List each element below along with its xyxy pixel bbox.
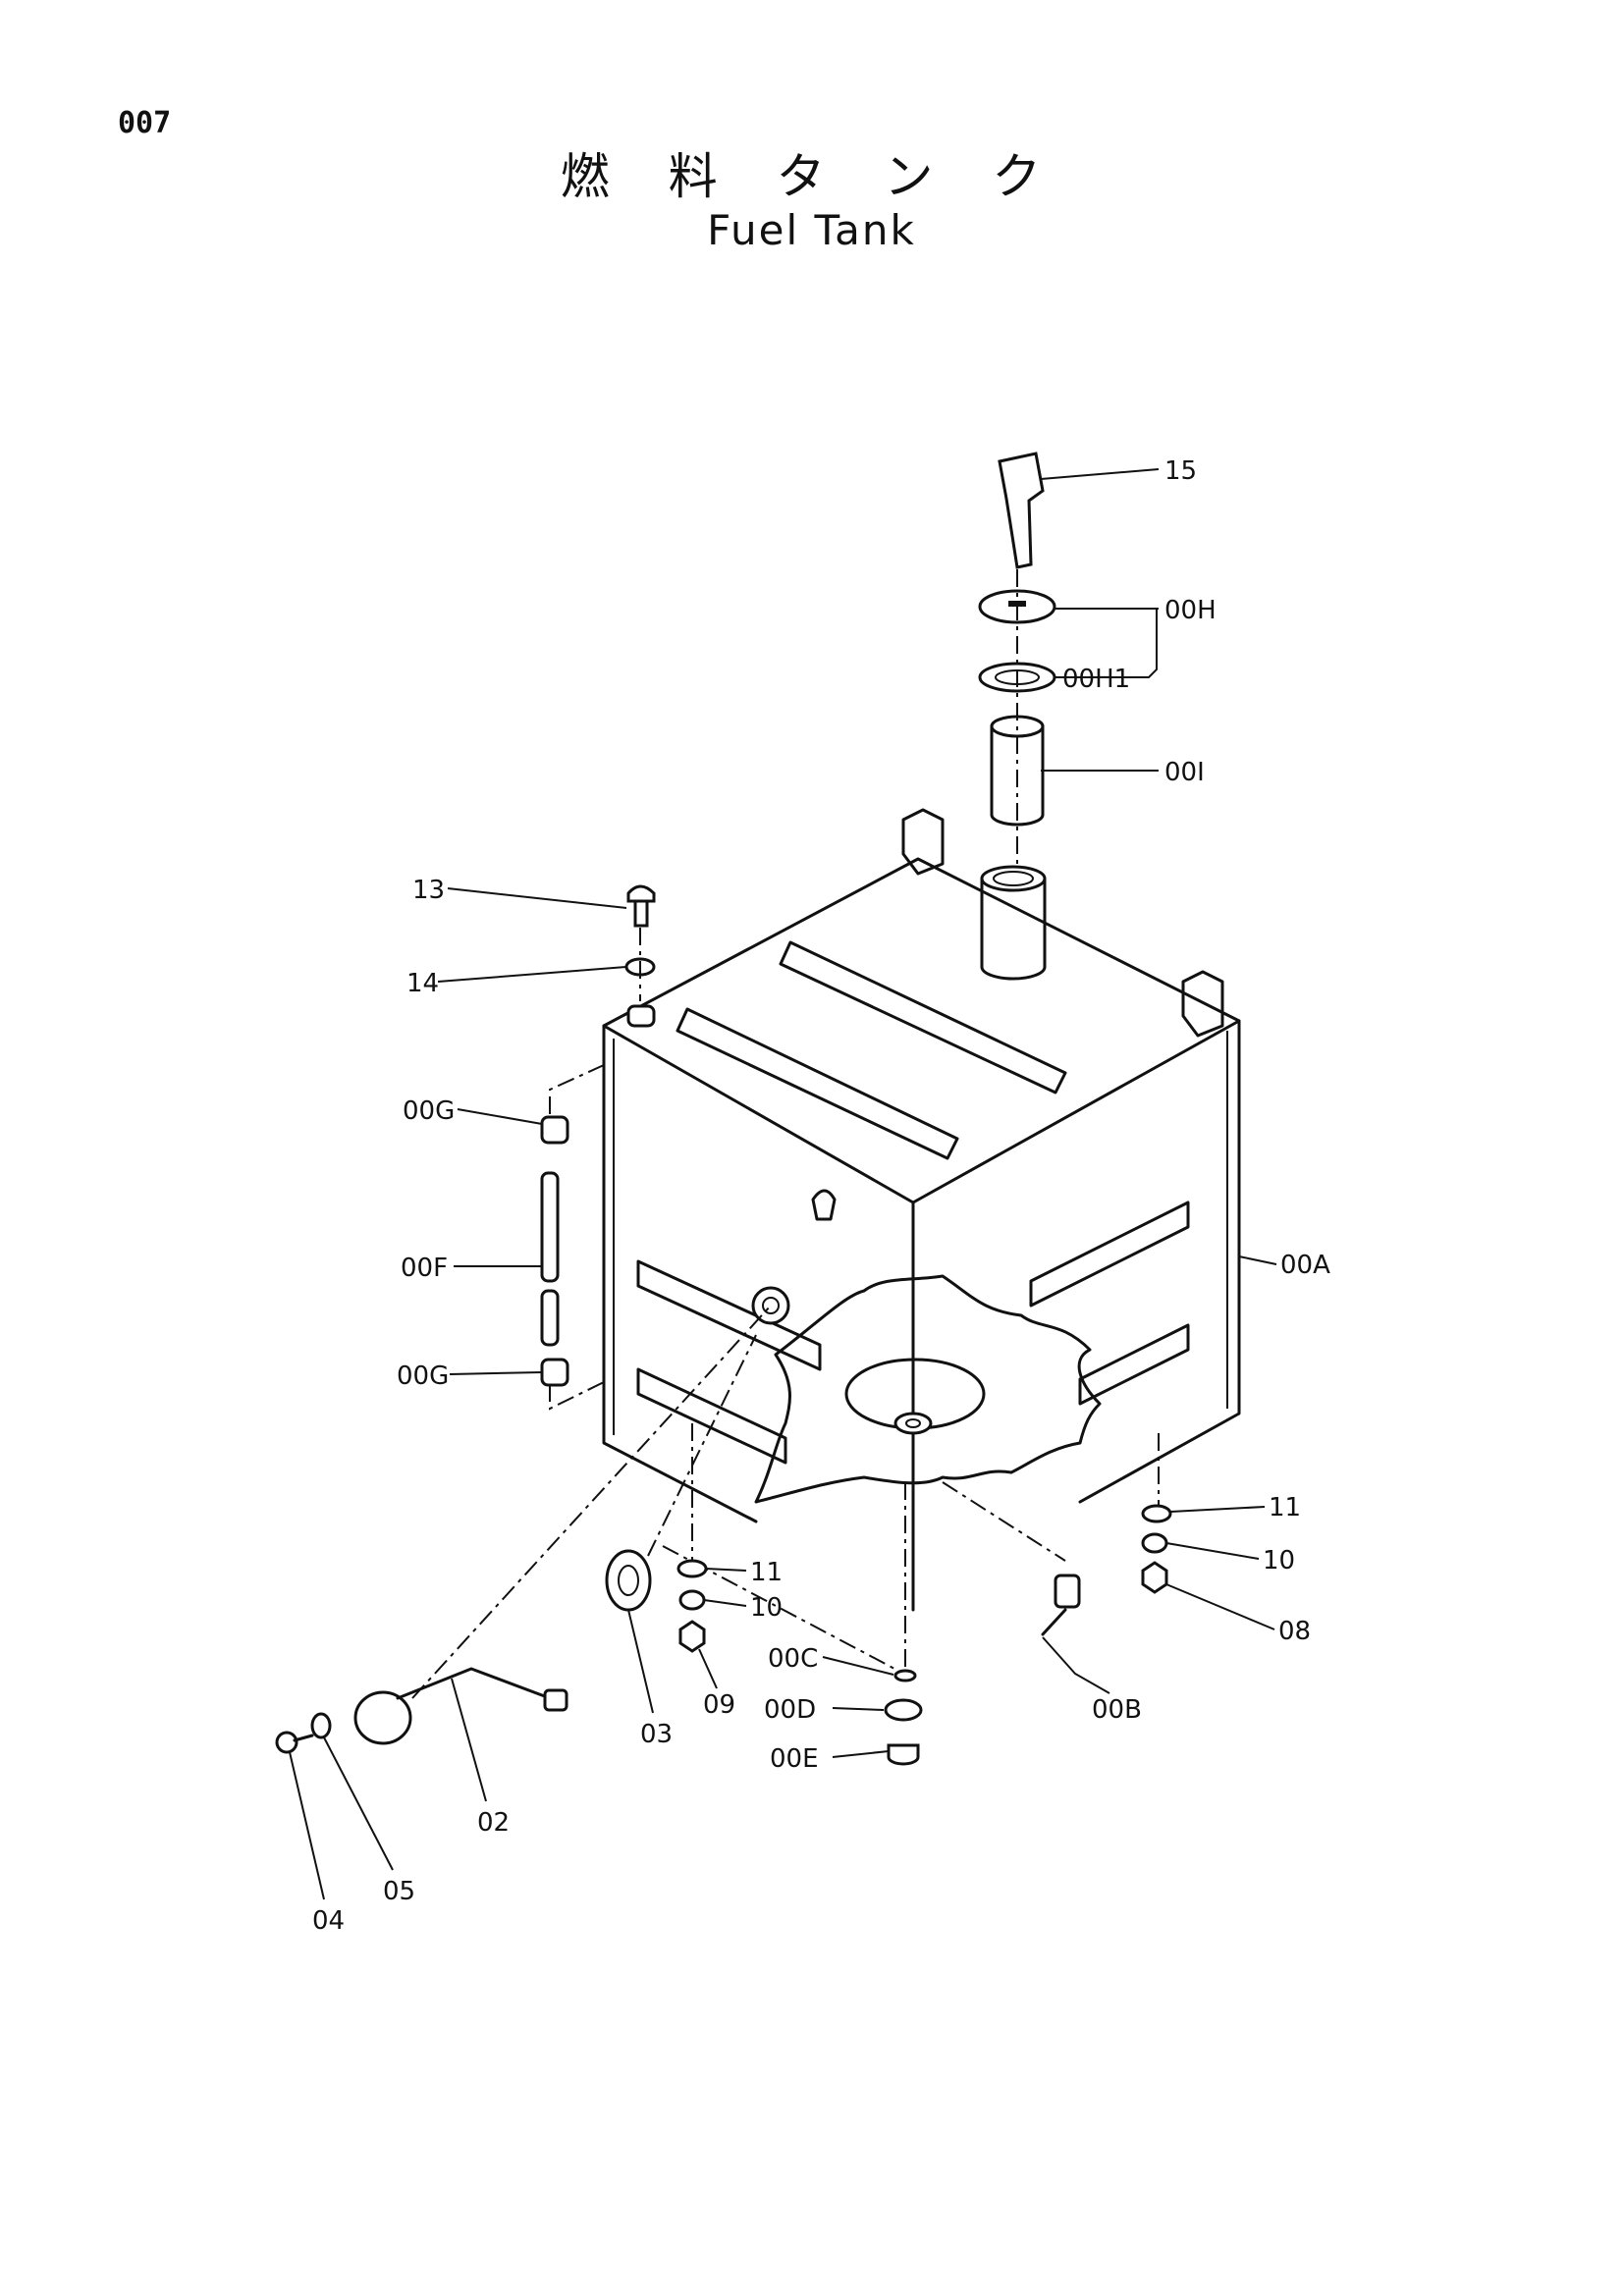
callout-10-right: 10: [1263, 1546, 1295, 1575]
callout-05: 05: [383, 1877, 415, 1906]
page-number: 007: [118, 106, 172, 140]
callout-11-left: 11: [750, 1558, 783, 1587]
filler-neck: [980, 877, 1047, 981]
callout-14: 14: [406, 969, 439, 998]
mounting-bracket: [901, 808, 945, 876]
callout-11-right: 11: [1269, 1493, 1301, 1522]
callout-00E: 00E: [770, 1744, 819, 1774]
callout-00D: 00D: [764, 1695, 816, 1725]
leader-lines: [289, 468, 1277, 1900]
callout-03: 03: [640, 1720, 673, 1749]
key-15: [998, 452, 1045, 569]
title-english: Fuel Tank: [707, 206, 916, 254]
callout-15: 15: [1164, 456, 1197, 486]
sender-unit-assembly: [275, 1305, 914, 1754]
callout-00I: 00I: [1164, 758, 1205, 787]
callout-04: 04: [312, 1906, 345, 1936]
title-japanese: 燃 料 タ ン ク: [560, 148, 1063, 205]
level-gauge-assembly: [540, 884, 656, 1411]
cutaway-section: [754, 1274, 1102, 1504]
callout-02: 02: [477, 1808, 510, 1838]
callout-00H1: 00H1: [1062, 665, 1130, 694]
callout-00G-top: 00G: [403, 1096, 455, 1126]
callout-00A: 00A: [1280, 1251, 1330, 1280]
callout-00H: 00H: [1164, 596, 1217, 625]
callout-00C: 00C: [768, 1644, 818, 1674]
callout-labels: 15 00H 00H1 00I 13 14 00G 00F 00G 00A 11…: [312, 456, 1330, 1936]
bottom-hardware: [676, 1423, 1172, 1766]
callout-00B: 00B: [1092, 1695, 1142, 1725]
top-panel-recess: [779, 940, 1067, 1095]
sensor-port: [751, 1286, 790, 1325]
callout-09: 09: [703, 1690, 735, 1720]
mounting-bracket: [1181, 970, 1224, 1038]
sender-02: [353, 1690, 412, 1745]
callout-10-left: 10: [750, 1593, 783, 1623]
callout-08: 08: [1278, 1617, 1311, 1646]
cap-assembly: [978, 452, 1056, 864]
gasket-03: [605, 1549, 652, 1612]
callout-00G-bottom: 00G: [397, 1362, 449, 1391]
top-panel-recess: [676, 1007, 959, 1160]
callout-13: 13: [412, 876, 445, 905]
fuel-tank-body: [602, 808, 1241, 1612]
callout-00F: 00F: [401, 1254, 448, 1283]
